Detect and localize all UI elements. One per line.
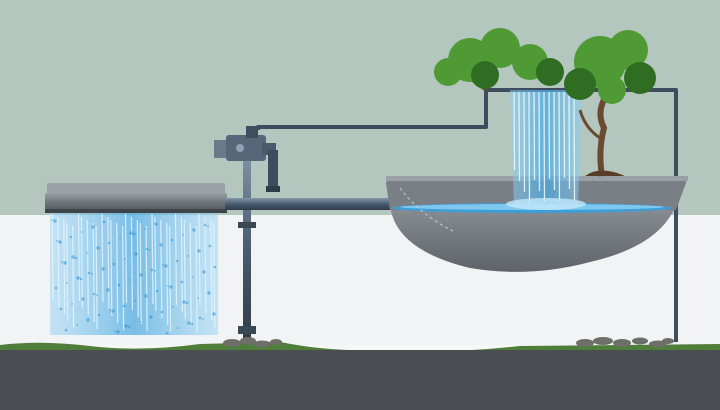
return-pipe-top	[256, 88, 678, 342]
supply-pipe-vertical	[238, 150, 256, 340]
tree-icon	[434, 28, 656, 177]
grass-strip	[0, 342, 720, 352]
overflow-trough	[45, 183, 227, 213]
valve-icon	[214, 126, 280, 192]
soil-layer	[0, 350, 720, 410]
falling-water-basin	[506, 90, 586, 210]
stones-icon	[223, 337, 674, 348]
tree-right	[564, 30, 656, 177]
tree-left	[434, 28, 564, 92]
falling-water-left	[50, 213, 218, 335]
